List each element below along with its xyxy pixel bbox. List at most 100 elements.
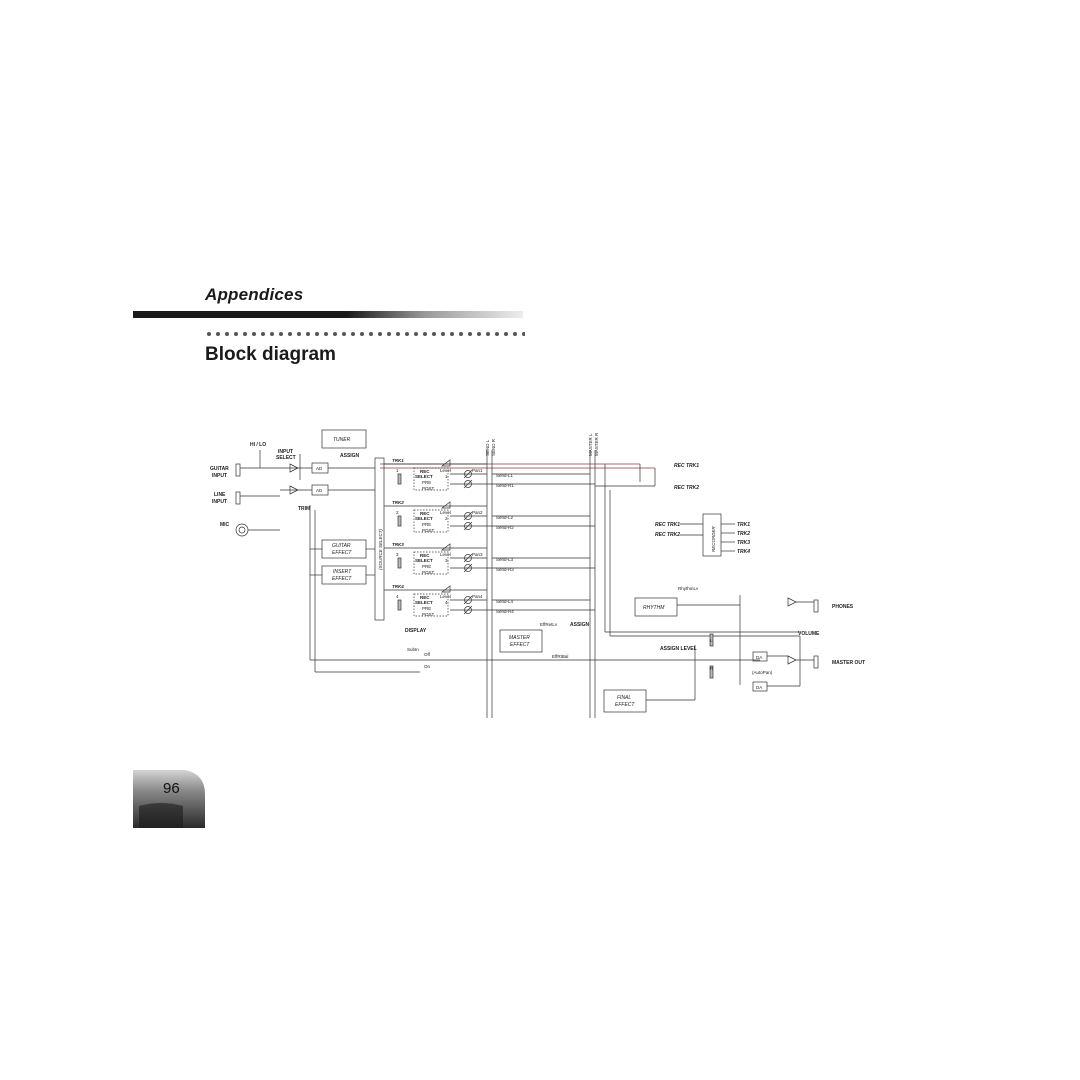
guitar-effect-label-2: EFFECT — [332, 550, 352, 556]
track-level-label: Level — [440, 510, 451, 515]
master-effect-label-2: EFFECT — [510, 642, 530, 648]
tuner-label: TUNER — [333, 437, 351, 443]
master-r-label: MASTER R — [594, 432, 599, 456]
rec-trk1-label: REC TRK1 — [674, 463, 699, 469]
track-pre-label: PRE — [422, 606, 431, 611]
rec-select-box — [413, 467, 449, 491]
da-label-2: DA — [756, 685, 762, 690]
divider-dot — [522, 332, 525, 336]
divider-dot — [225, 332, 229, 336]
input-select-label: INPUT — [278, 449, 293, 455]
trk-out-4: TRK4 — [737, 549, 750, 555]
master-effect-label: MASTER — [509, 635, 530, 641]
knob-slash — [463, 479, 473, 489]
final-effect-label: FINAL — [617, 695, 631, 701]
level-triangle-icon — [440, 585, 451, 593]
divider-dot — [486, 332, 490, 336]
send-l-label: SEND L — [485, 439, 490, 456]
track-select-label: SELECT — [415, 516, 433, 521]
knob-slash — [463, 605, 473, 615]
track-pan-label: Pan2 — [472, 510, 483, 515]
rhythm-lv-label: RhythmLv — [678, 586, 699, 591]
track-post-label: POST — [422, 570, 435, 575]
knob-slash — [463, 595, 473, 605]
divider-dot — [207, 332, 211, 336]
track-send_l-label: Send-L3 — [496, 557, 514, 562]
track-send_l-label: Send-L1 — [496, 473, 514, 478]
track-send_r-label: Send-R4 — [496, 609, 514, 614]
level-triangle-icon — [440, 543, 451, 551]
display-label: DISPLAY — [405, 628, 427, 634]
heading-rule — [133, 311, 523, 318]
track-sel_num-label: 4 — [445, 600, 448, 605]
divider-dot — [378, 332, 382, 336]
page-number-tab — [133, 770, 205, 828]
track-post-label: POST — [422, 612, 435, 617]
level-triangle-icon — [440, 459, 451, 467]
divider-dot — [504, 332, 508, 336]
track-rec-label: REC — [420, 553, 430, 558]
track-select-label: SELECT — [415, 600, 433, 605]
send-knob-icon — [464, 596, 472, 604]
track-select-label: SELECT — [415, 558, 433, 563]
da-label-1: DA — [756, 655, 762, 660]
track-send_r-label: Send-R3 — [496, 567, 514, 572]
track-pan-label: Pan3 — [472, 552, 483, 557]
recorder-label: RECORDER — [711, 525, 716, 552]
assign-mid-label: ASSIGN — [570, 622, 590, 628]
divider-dot — [369, 332, 373, 336]
divider-dot — [297, 332, 301, 336]
master-l-label: MASTER L — [588, 433, 593, 456]
divider-dot — [477, 332, 481, 336]
track-sel_num-label: 2 — [445, 516, 448, 521]
divider-dot — [387, 332, 391, 336]
send-knob-icon — [464, 470, 472, 478]
rec-select-box — [413, 509, 449, 533]
track-send_l-label: Send-L2 — [496, 515, 514, 520]
volume-label: VOLUME — [798, 631, 820, 637]
track-post-label: POST — [422, 528, 435, 533]
trk-out-3: TRK3 — [737, 540, 750, 546]
divider-dot — [513, 332, 517, 336]
divider-dot — [243, 332, 247, 336]
track-trk-label: TRK1 — [392, 458, 404, 463]
eff-ret-lv-label: EffRetLv — [540, 622, 558, 627]
rec-select-box — [413, 551, 449, 575]
track-num-label: 4 — [396, 594, 399, 599]
send-knob-icon — [464, 512, 472, 520]
track-rec-label: REC — [420, 595, 430, 600]
hi-lo-label: HI / LO — [250, 442, 266, 448]
ad-label-1: AD — [316, 466, 323, 471]
divider-dot — [324, 332, 328, 336]
track-sel_num-label: 1 — [445, 474, 448, 479]
divider-dot — [351, 332, 355, 336]
auto-pan-label: (AutoPan) — [752, 670, 773, 675]
phones-label: PHONES — [832, 604, 854, 610]
divider-dot — [234, 332, 238, 336]
rhythm-label: RHYTHM — [643, 605, 665, 611]
track-level-label: Level — [440, 594, 451, 599]
track-fader — [397, 515, 402, 527]
divider-dot — [270, 332, 274, 336]
track-trk-label: TRK3 — [392, 542, 404, 547]
track-send_r-label: Send-R1 — [496, 483, 514, 488]
divider-dot — [450, 332, 454, 336]
track-num-label: 3 — [396, 552, 399, 557]
track-send_r-label: Send-R2 — [496, 525, 514, 530]
send-knob-icon — [464, 480, 472, 488]
send-knob-icon — [464, 606, 472, 614]
source-select-label: (SOURCE SELECT) — [378, 528, 383, 570]
sub-in-label: SubIn — [407, 647, 419, 652]
line-input-label-2: INPUT — [212, 499, 227, 505]
knob-slash — [463, 563, 473, 573]
track-send_l-label: Send-L4 — [496, 599, 514, 604]
track-num-label: 1 — [396, 468, 399, 473]
divider-dot — [306, 332, 310, 336]
final-effect-label-2: EFFECT — [615, 702, 635, 708]
track-trk-label: TRK2 — [392, 500, 404, 505]
guitar-input-label: GUITAR — [210, 466, 229, 472]
track-fader — [397, 557, 402, 569]
track-sel_num-label: 3 — [445, 558, 448, 563]
guitar-effect-label: GUITAR — [332, 543, 351, 549]
level-triangle-icon — [440, 501, 451, 509]
